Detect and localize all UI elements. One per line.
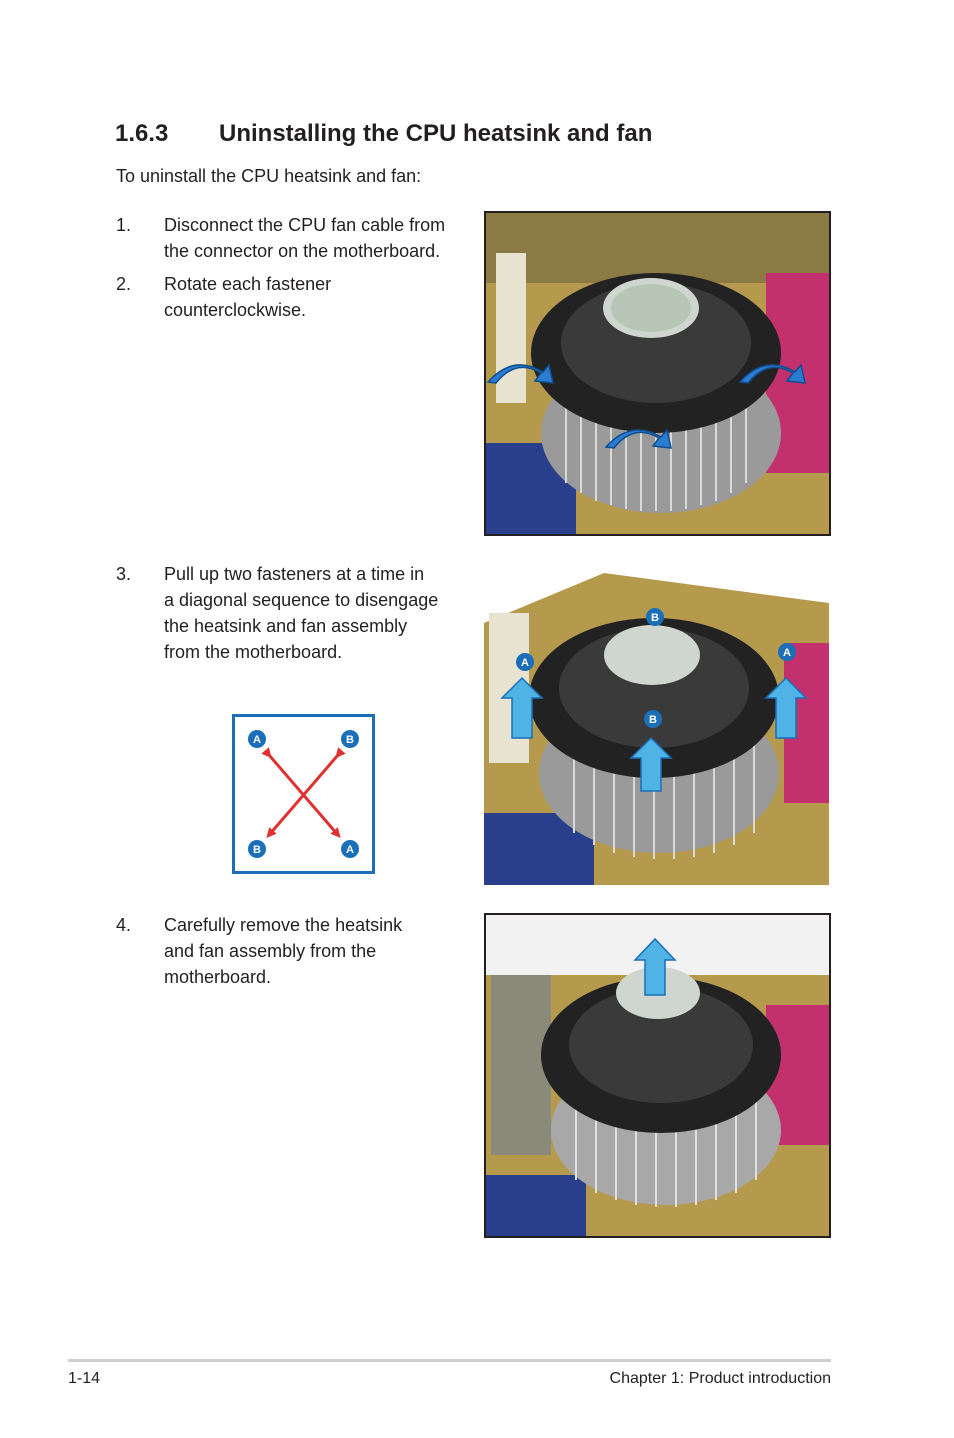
step-line: the heatsink and fan assembly — [164, 616, 408, 636]
step-text: Pull up two fasteners at a time in a dia… — [164, 561, 438, 665]
intro-text: To uninstall the CPU heatsink and fan: — [116, 166, 422, 186]
step-line: from the motherboard. — [164, 642, 343, 662]
photo-rotate-fasteners — [484, 211, 831, 536]
step-line: Pull up two fasteners at a time in — [164, 564, 425, 584]
step-number: 3. — [116, 564, 132, 584]
chapter-title: Chapter 1: Product introduction — [609, 1370, 831, 1387]
photo2-label-b-center: B — [649, 714, 657, 726]
step-line: Rotate each fastener — [164, 274, 332, 294]
step-text: Carefully remove the heatsink and fan as… — [164, 912, 402, 990]
step-number: 1. — [116, 215, 132, 235]
step-text: Rotate each fastener counterclockwise. — [164, 271, 331, 323]
diagonal-sequence-diagram: A B B A — [232, 714, 375, 874]
photo-pull-fasteners: A A B B — [484, 563, 829, 885]
photo2-label-a-left: A — [521, 657, 529, 669]
diagonal-arrows-icon: A B B A — [248, 730, 359, 858]
section-title: Uninstalling the CPU heatsink and fan — [219, 120, 653, 147]
step-line: Carefully remove the heatsink — [164, 915, 403, 935]
diagram-label-bottom-right: A — [346, 844, 354, 856]
diagram-label-top-left: A — [253, 734, 261, 746]
photo-remove-assembly — [484, 913, 831, 1238]
step-line: a diagonal sequence to disengage — [164, 590, 439, 610]
step-line: counterclockwise. — [164, 300, 307, 320]
step-line: motherboard. — [164, 967, 272, 987]
diagram-label-bottom-left: B — [253, 844, 261, 856]
step-number: 4. — [116, 915, 132, 935]
section-heading: 1.6.3 Uninstalling the CPU heatsink and f… — [115, 120, 652, 148]
photo2-label-b-top: B — [651, 612, 659, 624]
page-number: 1-14 — [68, 1370, 101, 1387]
footer-divider — [68, 1359, 831, 1362]
step-line: and fan assembly from the — [164, 941, 377, 961]
photo2-label-a-right: A — [783, 647, 791, 659]
step-line: Disconnect the CPU fan cable from — [164, 215, 446, 235]
step-line: the connector on the motherboard. — [164, 241, 441, 261]
step-number: 2. — [116, 274, 132, 294]
step-text: Disconnect the CPU fan cable from the co… — [164, 212, 445, 264]
diagram-label-top-right: B — [346, 734, 354, 746]
section-number: 1.6.3 — [115, 120, 169, 147]
